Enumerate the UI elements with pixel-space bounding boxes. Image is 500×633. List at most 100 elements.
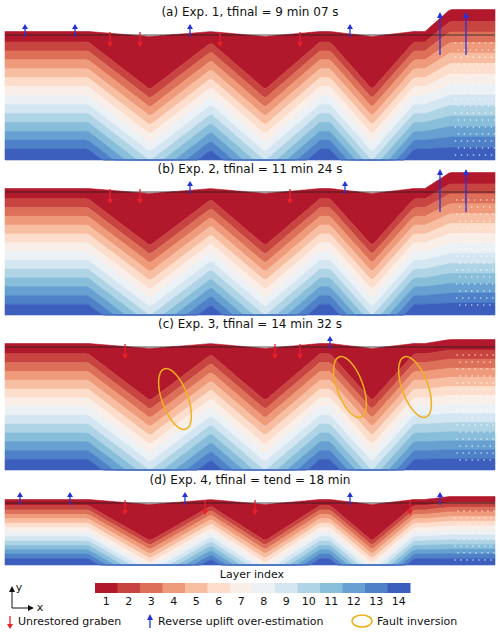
mesh-dot xyxy=(490,531,492,533)
colorbar-tick: 10 xyxy=(302,596,316,608)
mesh-dot xyxy=(455,84,457,86)
mesh-dot xyxy=(458,119,460,121)
mesh-dot xyxy=(485,42,487,44)
mesh-dot xyxy=(457,538,459,540)
mesh-dot xyxy=(468,199,470,201)
graben-arrowhead xyxy=(287,199,293,204)
layer-band xyxy=(5,253,495,315)
mesh-dot xyxy=(486,438,488,440)
mesh-dot xyxy=(459,262,461,264)
mesh-dot xyxy=(484,517,486,519)
mesh-dot xyxy=(483,375,485,377)
mesh-dot xyxy=(489,262,491,264)
mesh-dot xyxy=(465,276,467,278)
mesh-dot xyxy=(460,545,462,547)
mesh-dot xyxy=(481,524,483,526)
graben-arrowhead xyxy=(217,42,223,47)
layer-band xyxy=(5,148,495,161)
mesh-dot xyxy=(462,199,464,201)
axis-x xyxy=(12,608,30,609)
mesh-dot xyxy=(480,354,482,356)
legend-text: Unrestored graben xyxy=(18,616,121,628)
mesh-dot xyxy=(482,133,484,135)
uplift-arrowhead xyxy=(437,492,443,497)
mesh-dot xyxy=(465,445,467,447)
mesh-dot xyxy=(483,304,485,306)
mesh-dot xyxy=(477,431,479,433)
mesh-dot xyxy=(462,382,464,384)
mesh-dot xyxy=(456,255,458,257)
mesh-dot xyxy=(494,105,496,107)
mesh-dot xyxy=(495,417,497,419)
mesh-dot xyxy=(467,70,469,72)
colorbar-cell xyxy=(298,583,321,593)
mesh-dot xyxy=(455,126,457,128)
mesh-dot xyxy=(483,445,485,447)
mesh-dot xyxy=(474,297,476,299)
mesh-dot xyxy=(471,262,473,264)
fault-inversion-ellipse xyxy=(392,352,438,421)
mesh-dot xyxy=(468,368,470,370)
layer-band xyxy=(5,531,495,566)
mesh-dot xyxy=(456,213,458,215)
mesh-dot xyxy=(456,199,458,201)
mesh-dot xyxy=(480,396,482,398)
mesh-dot xyxy=(489,276,491,278)
uplift-arrowhead xyxy=(327,336,333,341)
layer-band xyxy=(5,432,495,470)
mesh-dot xyxy=(459,220,461,222)
mesh-dot xyxy=(480,269,482,271)
mesh-dot xyxy=(464,105,466,107)
mesh-dot xyxy=(489,220,491,222)
mesh-dot xyxy=(482,147,484,149)
mesh-dot xyxy=(464,49,466,51)
mesh-dot xyxy=(465,459,467,461)
mesh-dot xyxy=(465,304,467,306)
mesh-dot xyxy=(462,255,464,257)
mesh-dot xyxy=(471,431,473,433)
mesh-dot xyxy=(474,424,476,426)
mesh-dot xyxy=(463,538,465,540)
mesh-dot xyxy=(487,538,489,540)
reference-line xyxy=(5,192,495,193)
mesh-dot xyxy=(476,133,478,135)
colorbar-tick: 2 xyxy=(125,596,132,608)
mesh-dot xyxy=(465,234,467,236)
layer-band xyxy=(5,283,495,315)
mesh-dot xyxy=(471,220,473,222)
mesh-dot xyxy=(480,382,482,384)
mesh-dot xyxy=(456,438,458,440)
mesh-dot xyxy=(470,119,472,121)
mesh-dot xyxy=(462,227,464,229)
mesh-dot xyxy=(464,147,466,149)
mesh-dot xyxy=(468,227,470,229)
mesh-dot xyxy=(480,213,482,215)
mesh-dot xyxy=(465,431,467,433)
mesh-dot xyxy=(468,213,470,215)
mesh-dot xyxy=(459,459,461,461)
mesh-dot xyxy=(461,70,463,72)
mesh-dot xyxy=(459,445,461,447)
mesh-dot xyxy=(456,368,458,370)
mesh-dot xyxy=(492,241,494,243)
mesh-dot xyxy=(489,431,491,433)
uplift-arrowhead xyxy=(342,181,348,186)
mesh-dot xyxy=(472,531,474,533)
mesh-dot xyxy=(472,545,474,547)
mesh-dot xyxy=(480,297,482,299)
mesh-dot xyxy=(474,452,476,454)
mesh-dot xyxy=(464,133,466,135)
mesh-dot xyxy=(468,438,470,440)
mesh-dot xyxy=(480,452,482,454)
mesh-dot xyxy=(494,77,496,79)
mesh-dot xyxy=(488,77,490,79)
mesh-dot xyxy=(487,552,489,554)
mesh-dot xyxy=(486,269,488,271)
mesh-dot xyxy=(485,70,487,72)
mesh-dot xyxy=(485,98,487,100)
colorbar-cell xyxy=(95,583,118,593)
legend-ellipse xyxy=(352,615,372,627)
mesh-dot xyxy=(482,105,484,107)
colorbar-tick: 3 xyxy=(148,596,155,608)
mesh-dot xyxy=(482,63,484,65)
